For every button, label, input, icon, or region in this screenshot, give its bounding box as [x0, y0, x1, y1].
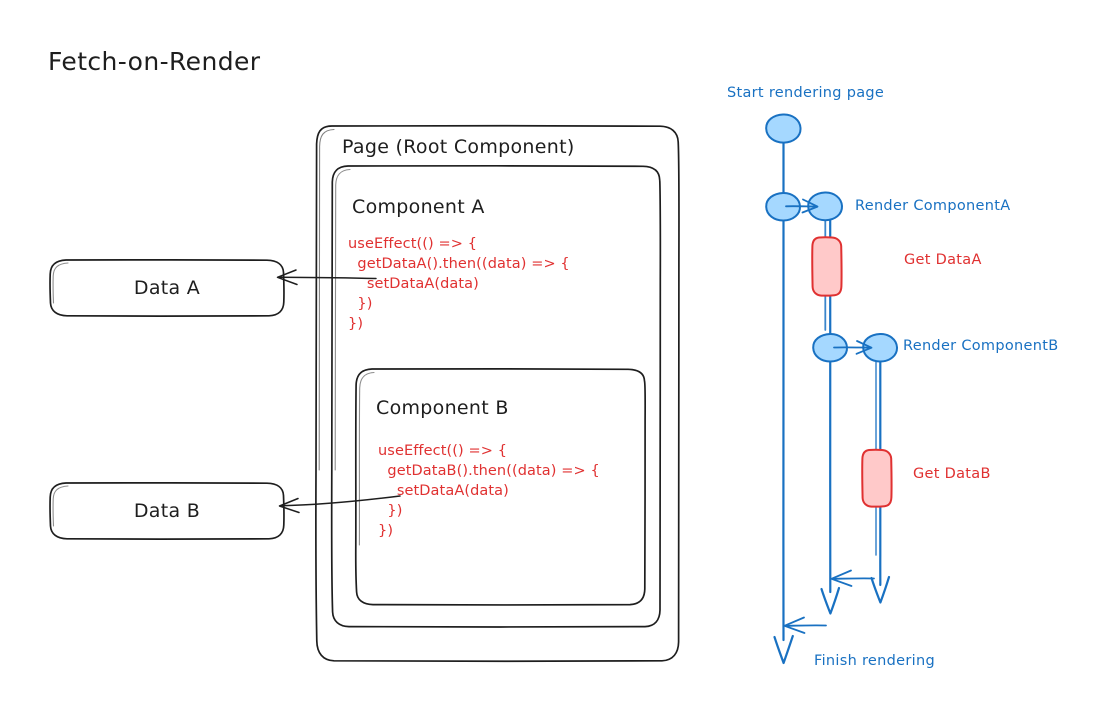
component-a-label: Component A: [352, 196, 485, 218]
arrow-component-a-to-data-a: [276, 269, 377, 286]
component-a-box: [330, 164, 662, 628]
page-root-label: Page (Root Component): [342, 136, 575, 158]
data-b-label: Data B: [133, 500, 201, 522]
sequence-start-label: Start rendering page: [727, 85, 885, 101]
sequence-render-a-label: Render ComponentA: [855, 198, 1011, 214]
sequence-main-lifeline: [773, 139, 794, 665]
sequence-finish-label: Finish rendering: [814, 653, 935, 669]
sequence-render-b-nodes: [812, 332, 899, 363]
sequence-get-data-a-label: Get DataA: [904, 252, 982, 268]
activation-get-data-a: [811, 236, 843, 297]
sequence-start-node: [765, 113, 802, 144]
component-b-label: Component B: [376, 397, 509, 419]
sequence-render-a-nodes: [765, 191, 844, 222]
activation-get-data-b: [861, 448, 893, 508]
data-b-box: [49, 481, 285, 540]
component-b-box: [354, 367, 646, 606]
component-a-code: useEffect(() => { getDataA().then((data)…: [348, 236, 570, 332]
arrow-component-b-to-data-b: [278, 495, 401, 514]
component-b-code: useEffect(() => { getDataB().then((data)…: [378, 443, 600, 539]
sequence-render-b-label: Render ComponentB: [903, 338, 1059, 354]
data-a-label: Data A: [133, 277, 201, 299]
page-title: Fetch-on-Render: [48, 47, 261, 76]
sequence-return-a-to-main: [783, 616, 827, 634]
sequence-return-b-to-a: [830, 569, 875, 587]
page-root-box: [315, 124, 680, 663]
data-a-box: [49, 258, 285, 317]
sequence-get-data-b-label: Get DataB: [913, 466, 991, 482]
